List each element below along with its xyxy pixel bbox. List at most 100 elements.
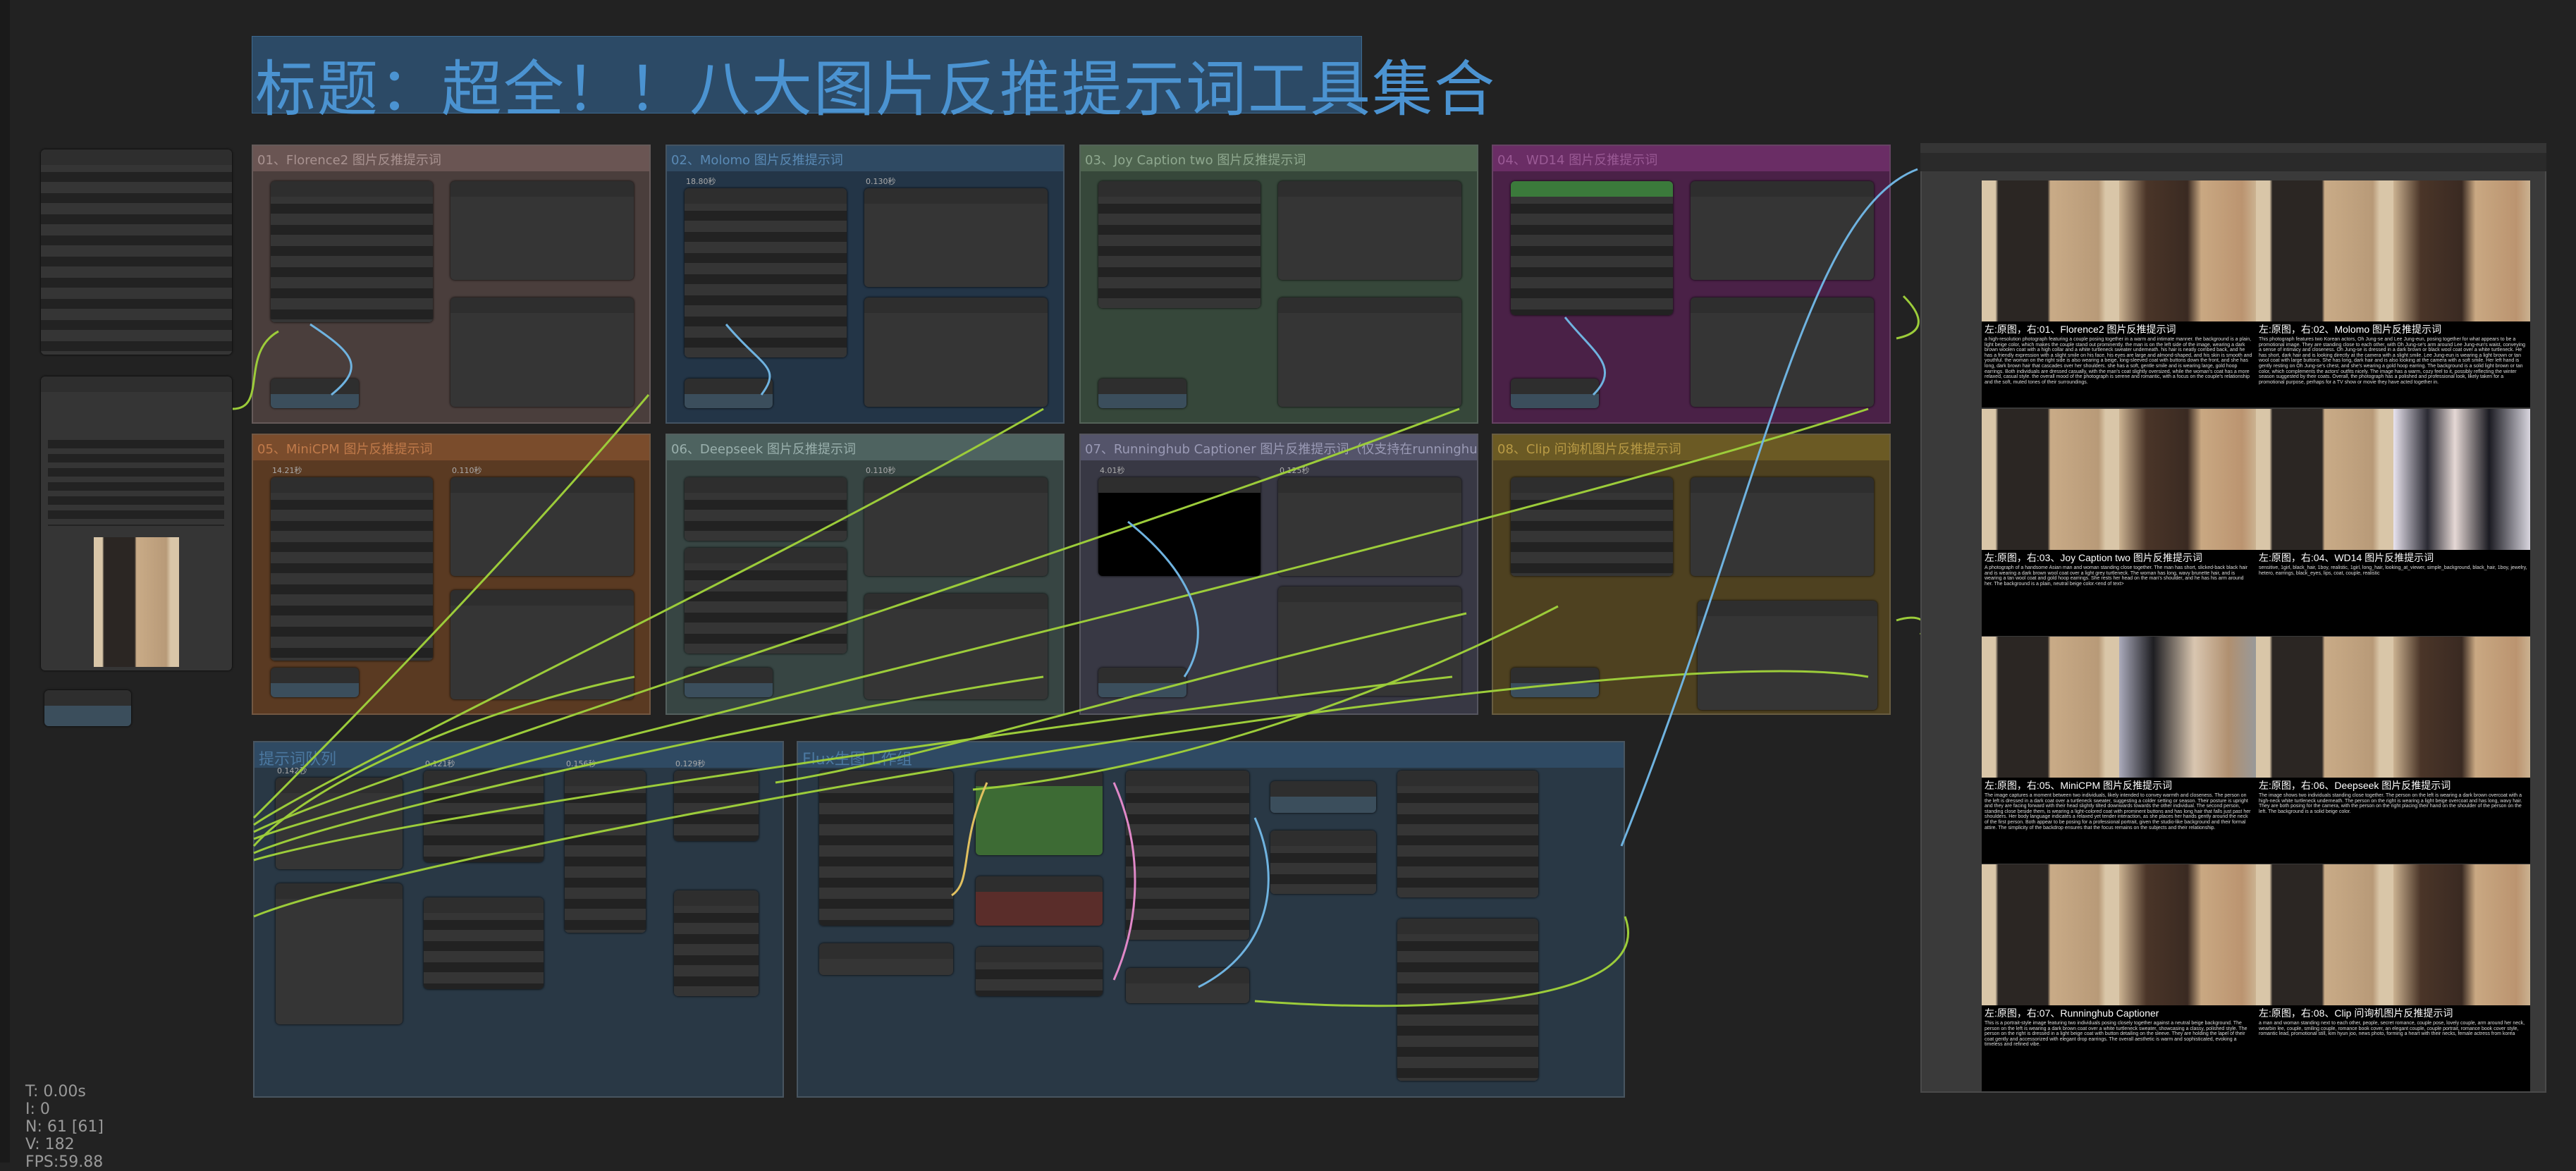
show-text-node[interactable]: [1278, 298, 1461, 407]
reroute-node[interactable]: [1098, 379, 1186, 408]
clip-interrogator-node[interactable]: [1511, 477, 1673, 576]
result-prompt-text: This is a portrait-style image featuring…: [1985, 1021, 2247, 1048]
reroute-node[interactable]: [685, 379, 773, 408]
deepseek-node[interactable]: [685, 548, 847, 654]
positive-prompt-node[interactable]: [976, 771, 1103, 855]
molomo-run-node[interactable]: 0.130秒: [864, 177, 1048, 287]
joycaption-run-node[interactable]: [1278, 181, 1461, 280]
result-prompt-text: a high-resolution photograph featuring a…: [1985, 337, 2252, 385]
title-note-node[interactable]: 标题：超全！！八大图片反推提示词工具集合: [252, 36, 1495, 125]
reroute-node[interactable]: [1098, 668, 1186, 697]
vae-loader-node[interactable]: [819, 943, 953, 975]
wd14-run-node[interactable]: [1691, 181, 1874, 280]
negative-prompt-node[interactable]: [976, 876, 1103, 926]
group-title: 06、Deepseek 图片反推提示词: [667, 435, 1063, 460]
runninghub-run-node[interactable]: 0.125秒: [1278, 466, 1461, 576]
original-image: [1982, 409, 2119, 550]
small-reroute-node[interactable]: [44, 690, 131, 726]
joycaption-node[interactable]: [1098, 181, 1261, 308]
group-flux[interactable]: Flux生图工作组: [797, 741, 1625, 1098]
group-molomo[interactable]: 02、Molomo 图片反推提示词 18.80秒 0.130秒: [666, 145, 1065, 424]
text-list-node[interactable]: 0.121秒: [424, 759, 544, 862]
stat-vertices: V: 182: [25, 1136, 75, 1153]
image-label-node[interactable]: [1270, 830, 1376, 894]
settings-node[interactable]: [41, 149, 232, 355]
show-text-node[interactable]: [864, 594, 1048, 699]
clip-run-node[interactable]: [1691, 477, 1874, 576]
node-timing: 0.142秒: [277, 766, 307, 775]
original-image: [2256, 864, 2393, 1005]
stat-nodes: N: 61 [61]: [25, 1118, 104, 1136]
reroute-node[interactable]: [1511, 379, 1599, 408]
group-clip-interrogator[interactable]: 08、Clip 问询机图片反推提示词: [1492, 434, 1891, 715]
input-image-preview: [94, 537, 179, 667]
load-image-node[interactable]: [41, 376, 232, 670]
node-timing: 0.121秒: [425, 759, 455, 768]
results-node-header[interactable]: [1920, 143, 2546, 171]
group-deepseek[interactable]: 06、Deepseek 图片反推提示词 0.110秒: [666, 434, 1065, 715]
generated-image: [2393, 637, 2530, 778]
reroute-node[interactable]: [1270, 781, 1376, 813]
node-timing: 0.110秒: [866, 466, 896, 475]
show-text-node[interactable]: [450, 590, 634, 699]
text-list-node[interactable]: [424, 897, 544, 989]
node-timing: 0.130秒: [866, 177, 896, 186]
minicpm-run-node[interactable]: 0.110秒: [450, 466, 634, 576]
node-timing: 0.110秒: [452, 466, 482, 475]
original-image: [2256, 180, 2393, 321]
model-loader-node[interactable]: [819, 771, 953, 926]
text-list-node[interactable]: 0.156秒: [565, 759, 646, 933]
reroute-node[interactable]: [271, 668, 359, 697]
image-grid-node[interactable]: [1397, 919, 1538, 1081]
result-prompt-text: A photograph of a handsome Asian man and…: [1985, 565, 2248, 587]
show-text-node[interactable]: [450, 298, 634, 407]
molomo-node[interactable]: 18.80秒: [685, 177, 847, 357]
text-concat-node[interactable]: 0.142秒: [276, 766, 403, 869]
latent-node[interactable]: [976, 947, 1103, 996]
group-title: 05、MiniCPM 图片反推提示词: [253, 435, 649, 460]
ksampler-node[interactable]: [1126, 771, 1249, 940]
group-title: 08、Clip 问询机图片反推提示词: [1493, 435, 1889, 460]
text-concat-node[interactable]: [276, 883, 403, 1024]
group-prompt-queue[interactable]: 提示词队列 0.142秒 0.121秒 0.156秒 0.129秒: [253, 741, 784, 1098]
image-compare-node[interactable]: [1397, 771, 1538, 897]
deepseek-loader-node[interactable]: [685, 477, 847, 541]
group-title: 01、Florence2 图片反推提示词: [253, 146, 649, 171]
image-widgets[interactable]: [48, 434, 224, 526]
minicpm-node[interactable]: 14.21秒: [271, 466, 433, 661]
show-text-node[interactable]: [1691, 298, 1874, 407]
page-title: 标题：超全！！八大图片反推提示词工具集合: [255, 54, 1496, 125]
original-image: [1982, 180, 2119, 321]
group-wd14[interactable]: 04、WD14 图片反推提示词: [1492, 145, 1891, 424]
reroute-node[interactable]: [1511, 668, 1599, 697]
reroute-node[interactable]: [685, 668, 773, 697]
string-node[interactable]: [674, 890, 759, 996]
wd14-tagger-node[interactable]: [1511, 181, 1673, 315]
show-text-node[interactable]: [1698, 601, 1877, 710]
deepseek-run-node[interactable]: 0.110秒: [864, 466, 1048, 576]
group-title: 03、Joy Caption two 图片反推提示词: [1081, 146, 1477, 171]
reroute-node[interactable]: [271, 379, 359, 408]
vae-decode-node[interactable]: [1126, 968, 1249, 1003]
canvas-left-edge: [0, 0, 10, 1163]
node-timing: 18.80秒: [686, 177, 716, 186]
result-caption: 左:原图，右:04、WD14 图片反推提示词: [2259, 552, 2434, 563]
group-florence2[interactable]: 01、Florence2 图片反推提示词: [252, 145, 651, 424]
group-minicpm[interactable]: 05、MiniCPM 图片反推提示词 14.21秒 0.110秒: [252, 434, 651, 715]
group-runninghub[interactable]: 07、Runninghub Captioner 图片反推提示词（仅支持在runn…: [1079, 434, 1478, 715]
group-title: 07、Runninghub Captioner 图片反推提示词（仅支持在runn…: [1081, 435, 1477, 460]
florence2-loader-node[interactable]: [271, 181, 433, 322]
generated-image: [2393, 864, 2530, 1005]
show-text-node[interactable]: [864, 298, 1048, 407]
node-timing: 0.125秒: [1280, 466, 1310, 475]
group-joycaption[interactable]: 03、Joy Caption two 图片反推提示词: [1079, 145, 1478, 424]
show-text-node[interactable]: [1278, 587, 1461, 696]
string-node[interactable]: 0.129秒: [674, 759, 759, 841]
runninghub-captioner-node[interactable]: 4.01秒: [1098, 466, 1261, 576]
florence2-run-node[interactable]: [450, 181, 634, 280]
